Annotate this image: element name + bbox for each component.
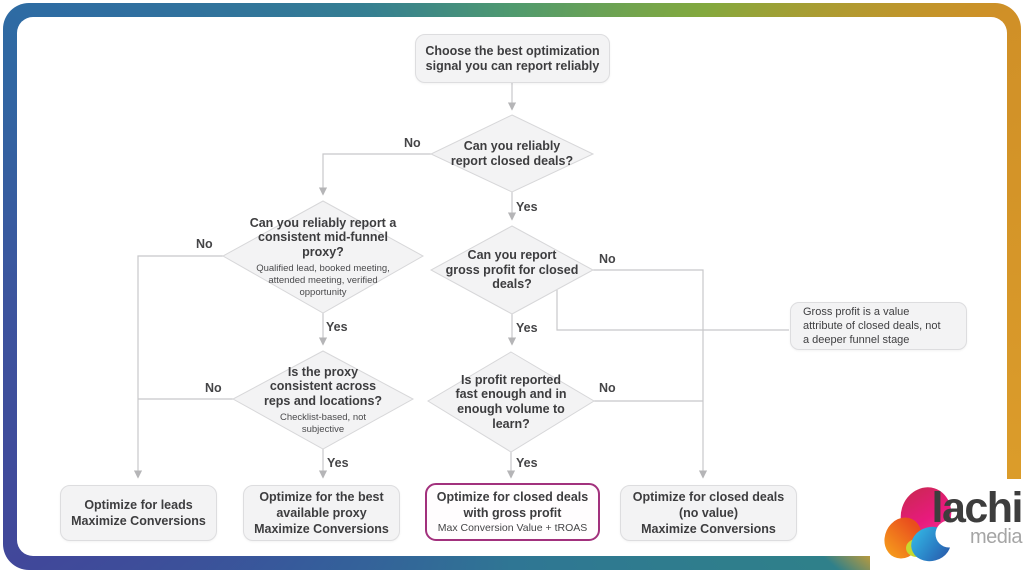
connector-d3-no: [593, 269, 708, 479]
decision-proxy-consistent-question: Is the proxy consistent across reps and …: [263, 364, 383, 409]
outcome-leads: Optimize for leads Maximize Conversions: [60, 485, 217, 541]
brand-name: lachi: [931, 484, 1024, 532]
outcome-no-value: Optimize for closed deals (no value) Max…: [620, 485, 797, 541]
decision-profit-speed-question: Is profit reported fast enough and in en…: [455, 372, 567, 431]
label-d1-no: No: [404, 136, 421, 150]
decision-mid-funnel-proxy-question: Can you reliably report a consistent mid…: [249, 215, 397, 260]
decision-proxy-consistent: Is the proxy consistent across reps and …: [231, 360, 415, 440]
outcome-gross-profit: Optimize for closed deals with gross pro…: [425, 483, 600, 541]
connector-d2-no: [133, 255, 223, 479]
side-note: Gross profit is a value attribute of clo…: [790, 302, 967, 350]
decision-gross-profit-question: Can you report gross profit for closed d…: [445, 247, 579, 292]
label-d2-no: No: [196, 237, 213, 251]
connector-d1-no: [318, 153, 431, 196]
label-d3-yes: Yes: [516, 321, 538, 335]
outcome-best-proxy: Optimize for the best available proxy Ma…: [243, 485, 400, 541]
decision-mid-funnel-proxy: Can you reliably report a consistent mid…: [225, 212, 421, 302]
label-d5-no: No: [205, 381, 222, 395]
outcome-gross-profit-text: Optimize for closed deals with gross pro…: [436, 489, 589, 520]
label-d5-yes: Yes: [327, 456, 349, 470]
brand-subname: media: [970, 525, 1022, 548]
start-node: Choose the best optimization signal you …: [415, 34, 610, 83]
decision-proxy-consistent-detail: Checklist-based, not subjective: [279, 411, 367, 435]
decision-gross-profit: Can you report gross profit for closed d…: [433, 234, 591, 306]
connector-d3-to-note: [556, 290, 789, 331]
decision-closed-deals-question: Can you reliably report closed deals?: [450, 139, 574, 168]
decision-profit-speed-shape: [427, 351, 595, 453]
decision-proxy-consistent-shape: [231, 350, 415, 450]
label-d2-yes: Yes: [326, 320, 348, 334]
decision-closed-deals: Can you reliably report closed deals?: [433, 128, 591, 180]
side-note-text: Gross profit is a value attribute of clo…: [803, 305, 941, 347]
start-node-text: Choose the best optimization signal you …: [425, 43, 600, 73]
label-d4-no: No: [599, 381, 616, 395]
outcome-best-proxy-text: Optimize for the best available proxy Ma…: [254, 489, 389, 537]
label-d1-yes: Yes: [516, 200, 538, 214]
outcome-no-value-text: Optimize for closed deals (no value) Max…: [632, 489, 785, 537]
decision-profit-speed: Is profit reported fast enough and in en…: [430, 362, 592, 442]
brand-logo: lachi media: [870, 479, 1024, 573]
outcome-leads-text: Optimize for leads Maximize Conversions: [71, 497, 206, 528]
outcome-gross-profit-sub: Max Conversion Value + tROAS: [437, 522, 588, 535]
decision-mid-funnel-proxy-shape: [221, 200, 425, 314]
decision-gross-profit-shape: [429, 225, 595, 315]
decision-mid-funnel-proxy-detail: Qualified lead, booked meeting, attended…: [256, 262, 390, 298]
lachi-flower-icon: [884, 487, 962, 562]
label-d3-no: No: [599, 252, 616, 266]
decision-closed-deals-shape: [429, 114, 595, 193]
label-d4-yes: Yes: [516, 456, 538, 470]
